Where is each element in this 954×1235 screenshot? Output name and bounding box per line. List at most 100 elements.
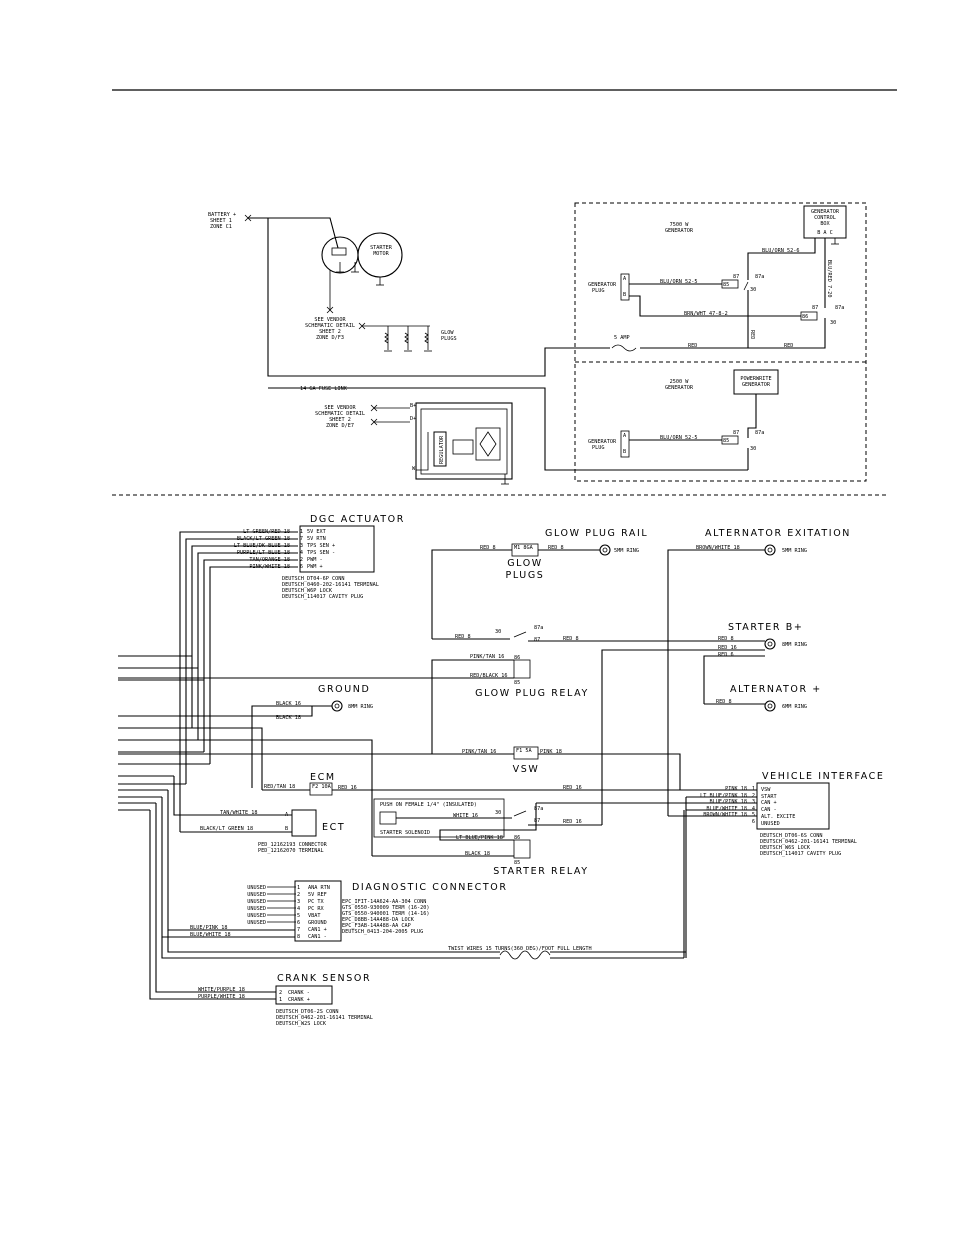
relay2-87a: 87a <box>835 305 844 311</box>
regulator-box <box>433 431 447 467</box>
gen-plug-2: GENERATOR <box>588 439 617 445</box>
starter-bplus-ring-terminal <box>764 638 776 650</box>
dgc-func: TPS SEN - <box>307 550 335 556</box>
diag-func: GROUND <box>308 920 327 926</box>
ect-part: PED_12162193 CONNECTOR <box>258 842 328 848</box>
sr-w4: BLACK 18 <box>465 851 490 857</box>
ect-connector <box>291 809 317 837</box>
gr-wire3: PINK/TAN 16 <box>470 654 504 660</box>
diag-unused: UNUSED <box>247 892 266 898</box>
gr-30: 30 <box>495 629 501 635</box>
ground-ring-terminal <box>331 700 343 712</box>
red-vert: RED <box>749 330 755 339</box>
vi-pin: 5 <box>752 812 755 818</box>
push-on-label: PUSH ON FEMALE 1/4" (INSULATED) <box>380 802 477 808</box>
gen2500-label: 2500 W <box>670 379 690 385</box>
b-plus: B+ <box>410 403 416 409</box>
dgc-actuator-title: DGC ACTUATOR <box>310 514 405 525</box>
gr-86: 86 <box>514 655 520 661</box>
vsw-w1: PINK/TAN 16 <box>462 749 496 755</box>
diag-func: PC RX <box>308 906 324 912</box>
alternator-plus-title: ALTERNATOR + <box>730 684 822 695</box>
alt-exit-ring: 5MM RING <box>782 548 807 554</box>
diag-func: VBAT <box>308 913 321 919</box>
diag-pin: 8 <box>297 934 300 940</box>
see-vendor-1: SEE VENDOR <box>314 317 346 323</box>
ecm-fuse-label: F2 10A <box>312 784 332 790</box>
top-section: BATTERY + SHEET 1 ZONE C1 STARTER MOTOR … <box>208 202 867 485</box>
battery-zone: ZONE C1 <box>210 224 232 230</box>
see-vendor-2d: ZONE D/E7 <box>326 423 354 429</box>
ect-title: ECT <box>322 822 345 833</box>
gen-plug-1: GENERATOR <box>588 282 617 288</box>
diag-func: ANA RTN <box>308 885 330 891</box>
see-vendor-1c: SHEET 2 <box>319 329 341 335</box>
glow-plugs-top-2: PLUGS <box>441 336 457 342</box>
glow-plugs-top: GLOW <box>441 330 454 336</box>
sr-30: 30 <box>495 810 501 816</box>
gen2500-label-2: GENERATOR <box>665 385 694 391</box>
glow-plugs-label-2: PLUGS <box>506 570 545 581</box>
gr-wire4: RED/BLACK 16 <box>470 673 507 679</box>
gpr-fuse: M1 8GA <box>514 545 534 551</box>
control-box-1: GENERATOR <box>811 209 840 215</box>
diag-unused: UNUSED <box>247 906 266 912</box>
amp-5-label: 5 AMP <box>614 335 630 341</box>
ecm-w1: RED/TAN 18 <box>264 784 295 790</box>
vehicle-interface-title: VEHICLE INTERFACE <box>762 771 884 782</box>
vsw-fuse <box>513 746 539 760</box>
twisted-pair <box>499 950 551 960</box>
dgc-pin: 4 <box>300 550 303 556</box>
push-on-terminal <box>379 811 397 825</box>
sbp-w0: RED 8 <box>718 636 734 642</box>
alt-exit-ring-terminal <box>764 544 776 556</box>
relay1-87: 87 <box>733 274 739 280</box>
vi-pin: 4 <box>752 806 755 812</box>
blu-red: BLU/RED 7-20 <box>826 260 832 297</box>
gen-plug-2b: PLUG <box>592 445 605 451</box>
brn-wht: BRN/WHT 47-8-2 <box>684 311 728 317</box>
gpr-wire2: RED 8 <box>548 545 564 551</box>
control-box-3: BOX <box>820 221 830 227</box>
relay1-85: 85 <box>723 282 729 288</box>
red-a: RED <box>688 343 697 349</box>
vi-func: CAN + <box>761 800 777 806</box>
diag-func: PC TX <box>308 899 324 905</box>
alt-plus-ring: 6MM RING <box>782 704 807 710</box>
glow-plugs-label: GLOW <box>507 558 543 569</box>
ecm-w3: RED 16 <box>563 785 582 791</box>
dgc-func: TPS SEN + <box>307 543 335 549</box>
gen7500-label-2: GENERATOR <box>665 228 694 234</box>
crank-pin: 1 <box>279 997 282 1003</box>
vi-wire: BLUE/PINK 18 <box>710 799 747 805</box>
dgc-pin: 6 <box>300 564 303 570</box>
generator-region <box>574 202 867 482</box>
diag-func: CAN1 + <box>308 927 327 933</box>
gen-plug-1b: PLUG <box>592 288 605 294</box>
gnd-w1: BLACK 16 <box>276 701 301 707</box>
dgc-func: PWM - <box>307 557 323 563</box>
diag-unused: UNUSED <box>247 899 266 905</box>
ect-w1: TAN/WHITE 18 <box>220 810 257 816</box>
battery-label: BATTERY + <box>208 212 236 218</box>
dgc-pin: 2 <box>300 557 303 563</box>
dgc-part: DEUTSCH_W6P LOCK <box>282 588 333 594</box>
diag-func: CAN1 - <box>308 934 327 940</box>
diag-w0: BLUE/PINK 18 <box>190 925 227 931</box>
crank-func: CRANK - <box>288 990 310 996</box>
gen7500-label: 7500 W <box>670 222 690 228</box>
dgc-actuator-box <box>299 525 375 573</box>
vi-pin: 1 <box>752 786 755 792</box>
diag-unused: UNUSED <box>247 913 266 919</box>
diag-rows: UNUSED UNUSED UNUSED UNUSED UNUSED UNUSE… <box>247 885 330 940</box>
gr-wire2: RED 8 <box>563 636 579 642</box>
starter-ring: 8MM RING <box>782 642 807 648</box>
sr-w1: WHITE 16 <box>453 813 478 819</box>
relay2-87: 87 <box>812 305 818 311</box>
alt-plus-ring-terminal <box>764 700 776 712</box>
glow-plug-rail-title: GLOW PLUG RAIL <box>545 528 648 539</box>
dgc-part: DEUTSCH_0460-202-16141 TERMINAL <box>282 582 379 588</box>
diag-part: DEUTSCH_0413-204-2005 PLUG <box>342 929 423 935</box>
